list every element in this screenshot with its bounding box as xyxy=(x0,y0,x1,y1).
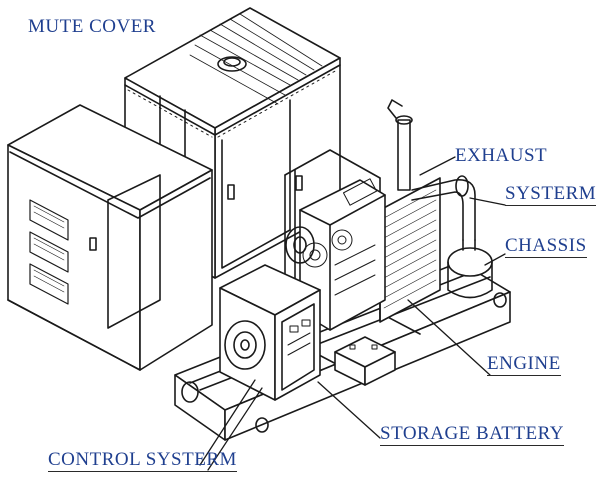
label-storage-battery: STORAGE BATTERY xyxy=(380,423,564,446)
engine-assembly xyxy=(284,149,441,331)
storage-battery xyxy=(334,336,396,386)
alternator-control-box xyxy=(219,264,321,401)
label-chassis: CHASSIS xyxy=(505,235,587,258)
exhaust-system xyxy=(387,99,493,299)
leader-lines xyxy=(199,156,506,471)
mute-cover-front-cap xyxy=(7,104,213,371)
label-exhaust: EXHAUST xyxy=(455,145,548,166)
label-mute-cover: MUTE COVER xyxy=(28,16,156,37)
label-engine: ENGINE xyxy=(487,353,561,376)
label-systerm: SYSTERM xyxy=(505,183,597,206)
label-control-systerm: CONTROL SYSTERM xyxy=(48,449,237,472)
